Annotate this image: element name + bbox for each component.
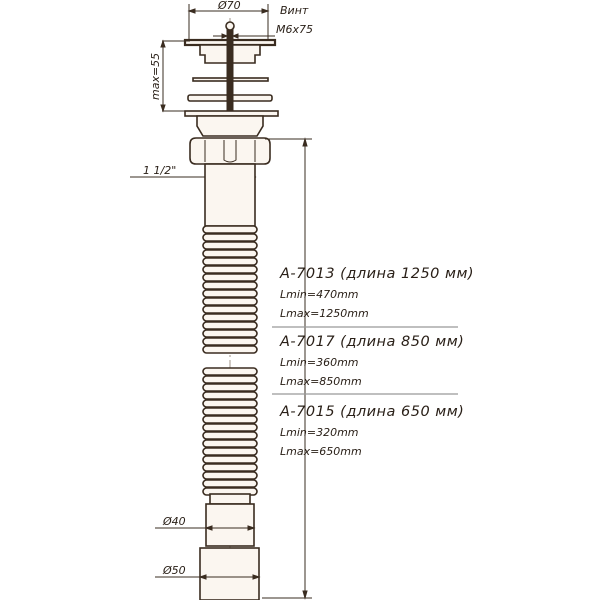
model-lmin: Lmin=470mm [280,288,359,301]
hose-ridge [202,297,258,306]
hose-ridge [202,407,258,416]
hose-ridge [202,439,258,448]
hose-ridge [202,321,258,330]
model-title: A-7017 (длина 850 мм) [279,334,464,350]
hose-ridge [202,479,258,488]
dimension-diameter-50: Ø50 [155,564,261,580]
model-a7015: A-7015 (длина 650 мм) Lmin=320mm Lmax=65… [279,404,464,458]
hose-ridge [202,241,258,250]
model-lmax: Lmax=1250mm [280,307,369,320]
hose-ridge [202,463,258,472]
hose-ridge [202,257,258,266]
hose-ridge [202,431,258,440]
screw-size-label: M6x75 [276,23,313,36]
model-a7013: A-7013 (длина 1250 мм) Lmin=470mm Lmax=1… [279,266,474,320]
model-lmin: Lmin=320mm [280,426,359,439]
hose-ridge [202,289,258,298]
outlet-50 [199,547,260,600]
dimension-diameter-40: Ø40 [155,515,256,531]
hose-ridge [202,265,258,274]
model-title: A-7013 (длина 1250 мм) [279,266,474,282]
hose-ridge [202,455,258,464]
dimension-length [262,137,312,600]
model-lmax: Lmax=850mm [280,375,362,388]
drain-plug [183,21,277,112]
hose-ridge [202,233,258,242]
hose-ridge [202,471,258,480]
model-lmin: Lmin=360mm [280,356,359,369]
hose-ridge [202,337,258,346]
hose-ridge [202,305,258,314]
hose-ridge [202,375,258,384]
hose-ridge [202,399,258,408]
hose-ridge [202,391,258,400]
model-title: A-7015 (длина 650 мм) [279,404,464,420]
hose-ridge [202,423,258,432]
max-height-label: max=55 [149,53,162,100]
outlet-40 [205,503,255,547]
model-lmax: Lmax=650mm [280,445,362,458]
diameter-40-label: Ø40 [162,515,186,528]
model-a7017: A-7017 (длина 850 мм) Lmin=360mm Lmax=85… [279,334,464,388]
hose-ridge [202,415,258,424]
nut [189,137,271,165]
hose-ridge [202,313,258,322]
hose-ridge [202,281,258,290]
diameter-50-label: Ø50 [162,564,186,577]
hose-ridge [202,447,258,456]
diameter-top-label: Ø70 [217,0,241,12]
hose-ridge [202,273,258,282]
corrugated-hose [202,225,258,496]
hose-ridge [202,383,258,392]
hose-ridge [202,225,258,234]
dimension-diameter-70: Ø70 [187,0,270,40]
hose-ridge [202,249,258,258]
dimension-max-55: max=55 [149,39,190,113]
hose-ridge [202,329,258,338]
thread-label: 1 1/2" [143,164,176,177]
screw-label: Винт [280,4,309,17]
hose-ridge [202,367,258,376]
hose-ridge [202,345,258,354]
